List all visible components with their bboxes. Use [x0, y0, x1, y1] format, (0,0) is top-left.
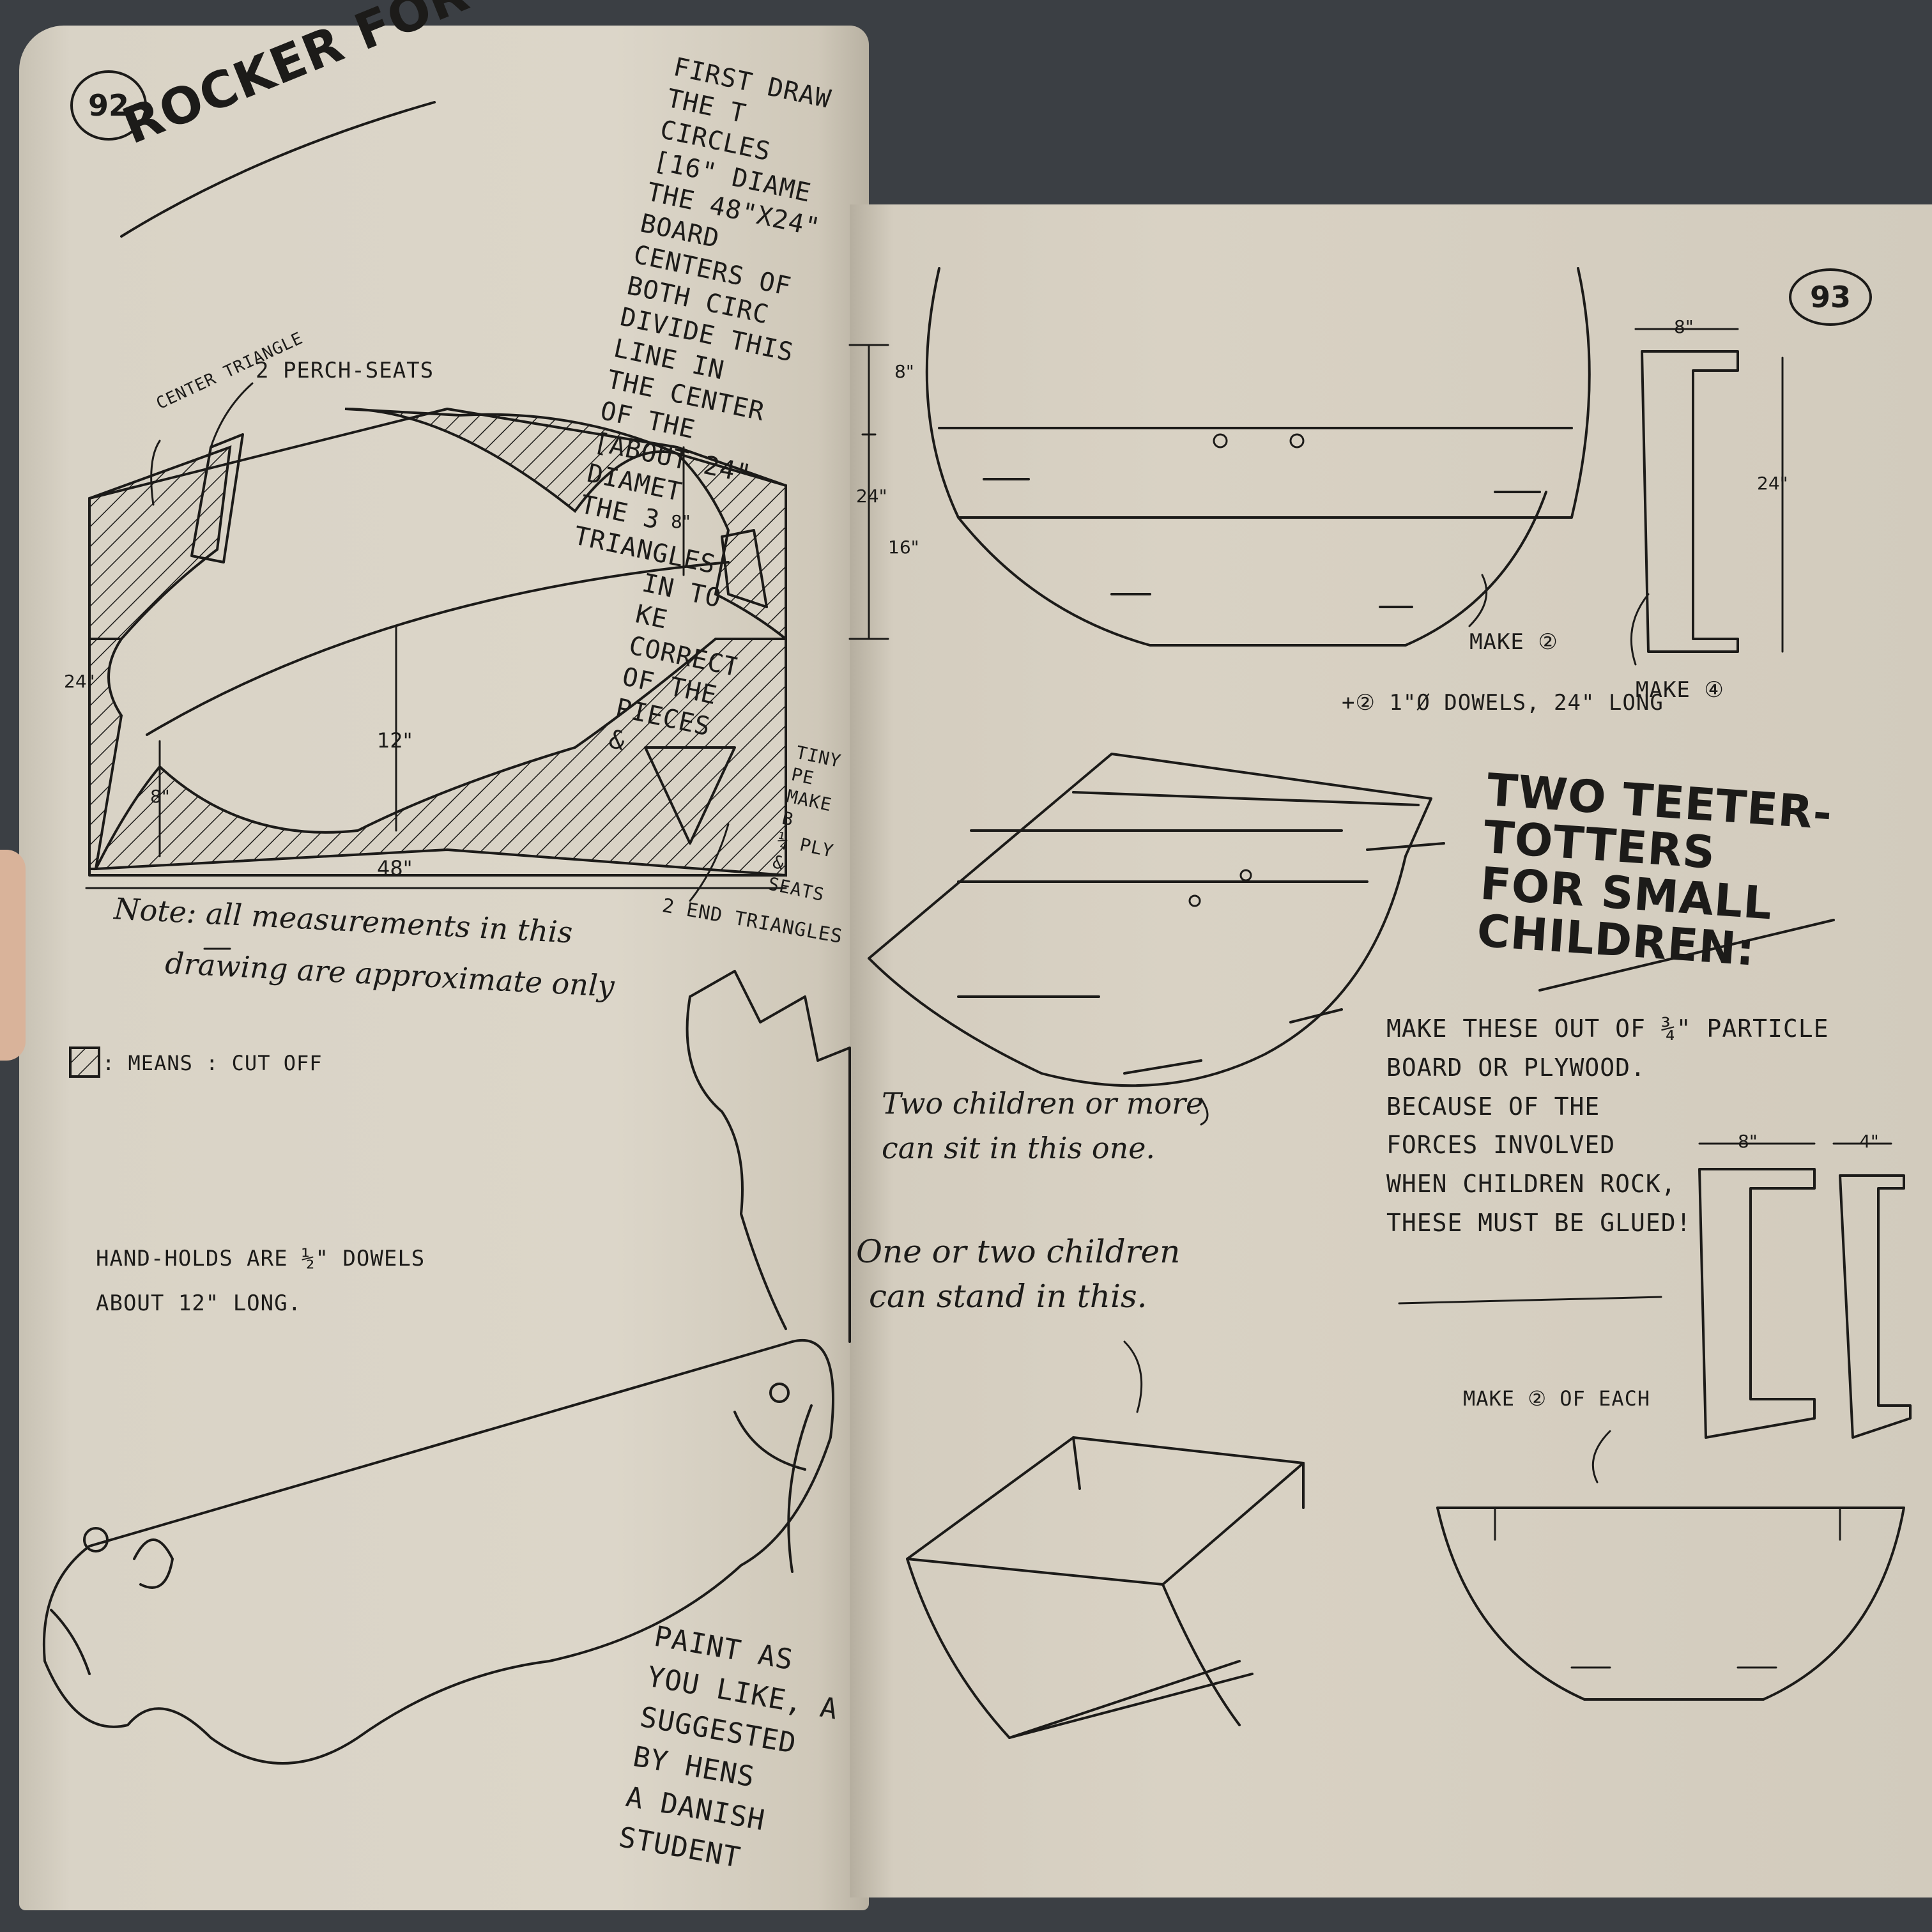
cutoff-bottom [93, 638, 787, 877]
paint-note: Paint as you like, a suggested by Hens a… [616, 1616, 860, 1893]
make-each-label: Make ② of each [1463, 1386, 1651, 1411]
dim-side-24: 24" [1757, 473, 1788, 494]
dim-12: 12" [377, 728, 413, 753]
cutoff-top-right [676, 452, 787, 642]
teeter-side-panels [1698, 1142, 1912, 1439]
dim-24: 24" [64, 671, 95, 692]
dim-side-8: 8" [1674, 316, 1694, 337]
teeter-totter-title: Two teeter-totters for small children: [1475, 763, 1896, 983]
pointer-end [689, 823, 730, 902]
cutoff-left [88, 638, 124, 870]
side-panel-drawing [1630, 328, 1784, 666]
two-children-line-2: can sit in this one. [882, 1131, 1156, 1165]
rocker-side-part-drawing [848, 267, 1591, 647]
make-4-label: Make ④ [1636, 677, 1724, 703]
left-page [19, 26, 869, 1910]
make-these-line: board or plywood. [1386, 1053, 1646, 1082]
rocker-board-diagram [85, 382, 787, 902]
title-underline [120, 101, 436, 238]
make-these-line: Make these out of ¾" particle [1386, 1015, 1829, 1043]
assembled-rocker-stand [906, 1340, 1305, 1739]
dowels-label: +② 1"ø dowels, 24" long [1342, 690, 1664, 716]
end-triangle [644, 746, 736, 845]
page-number-92: 92 [70, 70, 147, 141]
label-perch-seats: 2 Perch-seats [256, 358, 434, 383]
teeter-bowl-part [1436, 1430, 1905, 1701]
page-number-93: 93 [1789, 268, 1872, 326]
make-these-underline [1398, 1296, 1662, 1305]
rocker-animal-illustration [42, 970, 851, 1765]
dim-lower-8: 8" [1738, 1131, 1758, 1152]
make-these-line: when children rock, [1386, 1170, 1676, 1199]
teeter-title-underline [1538, 919, 1835, 992]
one-two-children-line-1: One or two children [856, 1233, 1181, 1270]
make-2-label: Make ② [1469, 629, 1558, 655]
make-these-line: these must be glued! [1386, 1208, 1692, 1237]
hand-holds-line-2: about 12" long. [96, 1291, 302, 1316]
rocker-center-line [146, 561, 730, 736]
dim-24-total: 24" [856, 486, 887, 507]
perch-seat-1 [190, 433, 244, 564]
make-these-note: Make these out of ¾" particle board or p… [1386, 1009, 1834, 1243]
assembled-rocker-sit [868, 753, 1445, 1126]
make-these-line: forces involved [1386, 1131, 1616, 1160]
dim-8: 8" [894, 361, 914, 382]
dim-8-left: 8" [150, 786, 170, 807]
hand-holds-line-1: Hand-holds are ½" dowels [96, 1246, 425, 1271]
thumb [0, 850, 26, 1061]
right-page [850, 204, 1932, 1897]
dim-lower-4: 4" [1859, 1131, 1879, 1152]
one-two-children-line-2: can stand in this. [869, 1278, 1147, 1315]
pointer-perch [210, 382, 254, 448]
two-children-line-1: Two children or more [882, 1086, 1204, 1121]
hatch-legend-swatch [69, 1046, 100, 1078]
dim-8-top: 8" [671, 511, 691, 532]
hatch-legend-text: : means : cut off [102, 1051, 323, 1075]
make-these-line: Because of the [1386, 1092, 1600, 1121]
center-triangle-shape [721, 529, 768, 608]
cutoff-top-left [88, 445, 232, 640]
dim-16: 16" [888, 537, 919, 558]
dim-48: 48" [377, 856, 413, 880]
pointer-center [150, 440, 161, 506]
